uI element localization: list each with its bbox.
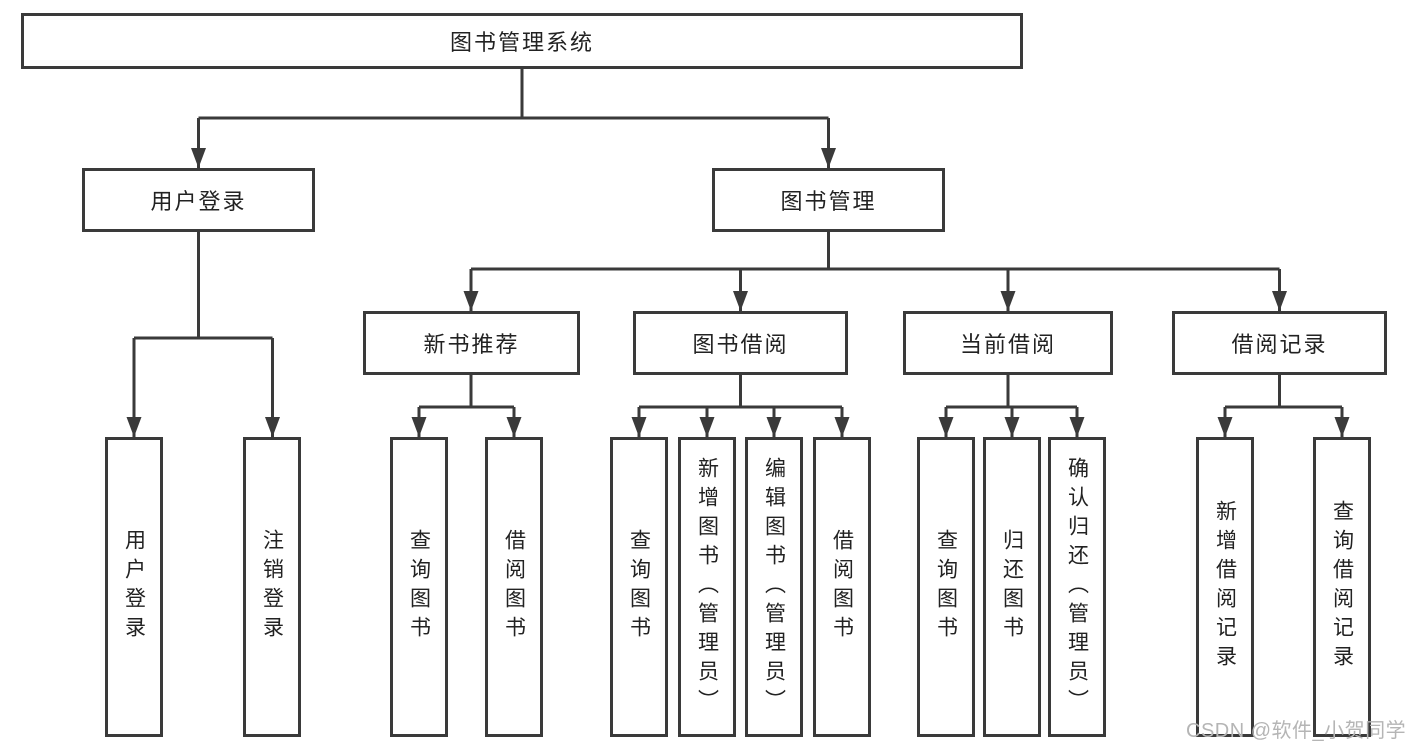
leaf-br-query-record: 查询借阅记录: [1313, 437, 1371, 737]
leaf-br-add-record: 新增借阅记录: [1196, 437, 1254, 737]
node-book-management: 图书管理: [712, 168, 945, 232]
leaf-bb-query-books: 查询图书: [610, 437, 668, 737]
leaf-cb-confirm-return-admin: 确认归还（管理员）: [1048, 437, 1106, 737]
node-new-book-recommend: 新书推荐: [363, 311, 580, 375]
leaf-bb-borrow-books: 借阅图书: [813, 437, 871, 737]
node-borrow-records: 借阅记录: [1172, 311, 1387, 375]
node-current-borrow: 当前借阅: [903, 311, 1113, 375]
leaf-nbr-borrow-books: 借阅图书: [485, 437, 543, 737]
leaf-cb-query-books: 查询图书: [917, 437, 975, 737]
leaf-cb-return-books: 归还图书: [983, 437, 1041, 737]
leaf-user-login: 用户登录: [105, 437, 163, 737]
node-user-login: 用户登录: [82, 168, 315, 232]
leaf-bb-add-books-admin: 新增图书（管理员）: [678, 437, 736, 737]
leaf-bb-edit-books-admin: 编辑图书（管理员）: [745, 437, 803, 737]
leaf-logout: 注销登录: [243, 437, 301, 737]
node-root: 图书管理系统: [21, 13, 1023, 69]
node-book-borrow: 图书借阅: [633, 311, 848, 375]
leaf-nbr-query-books: 查询图书: [390, 437, 448, 737]
watermark: CSDN @软件_小贺同学: [1186, 720, 1405, 742]
